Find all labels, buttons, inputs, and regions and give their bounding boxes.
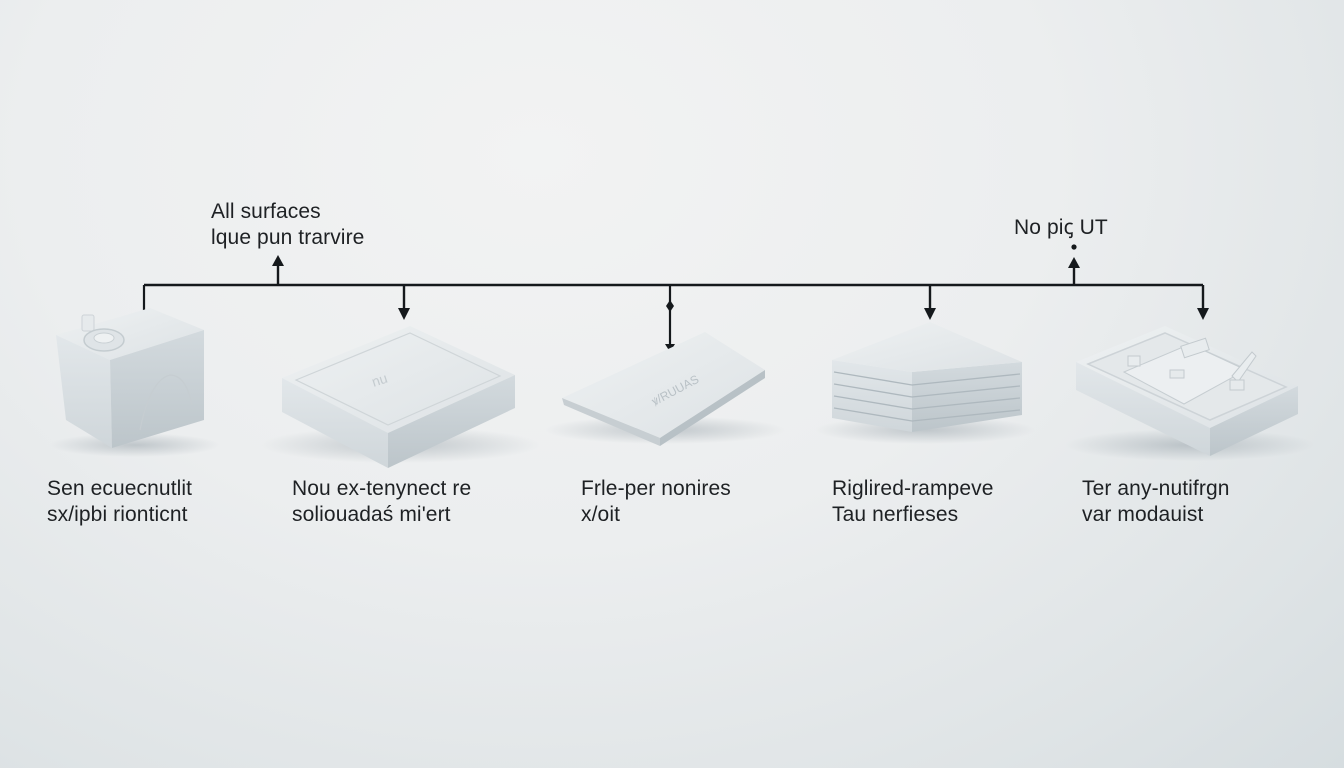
caption-cube: Sen ecuecnutlit sx/ipbi rionticnt <box>47 476 192 528</box>
caption-thin-card-line1: Frle-per nonires <box>581 477 731 500</box>
top-label-left-line1: All surfaces <box>211 200 321 223</box>
caption-thin-card: Frle-per nonires x/oit <box>581 476 731 528</box>
tray-model-object <box>1065 326 1315 461</box>
stacked-layers-object <box>815 322 1035 444</box>
caption-tray-model: Ter any-nutifrgn var modauist <box>1082 476 1230 528</box>
down-arrow-card <box>665 285 675 352</box>
top-label-left-line2: lque pun trarvire <box>211 226 365 249</box>
cube-object <box>50 308 220 457</box>
caption-cube-line1: Sen ecuecnutlit <box>47 477 193 500</box>
up-arrow-left <box>272 255 284 285</box>
caption-thin-card-line2: x/oit <box>581 503 621 526</box>
thin-card-object: ꝟ/RUUAS <box>545 332 785 446</box>
caption-stacked-layers-line2: Tau nerfieses <box>832 503 959 526</box>
down-arrow-tray <box>1197 285 1209 320</box>
caption-tray-model-line1: Ter any-nutifrgn <box>1082 477 1230 500</box>
caption-flat-slab-line2: soliouadaś mi'ert <box>292 503 451 526</box>
svg-text:nu: nu <box>370 370 390 390</box>
top-label-right: No piꞔ UT <box>1014 215 1108 241</box>
top-label-right-line1: No piꞔ UT <box>1014 216 1108 239</box>
flat-slab-object: nu <box>260 326 540 468</box>
caption-stacked-layers-line1: Riglired-rampeve <box>832 477 994 500</box>
down-arrow-slab <box>398 285 410 320</box>
down-arrow-stack <box>924 285 936 320</box>
caption-tray-model-line2: var modauist <box>1082 503 1204 526</box>
up-arrow-right <box>1068 244 1080 285</box>
caption-flat-slab: Nou ex-tenynect re soliouadaś mi'ert <box>292 476 471 528</box>
caption-stacked-layers: Riglired-rampeve Tau nerfieses <box>832 476 994 528</box>
caption-flat-slab-line1: Nou ex-tenynect re <box>292 477 472 500</box>
caption-cube-line2: sx/ipbi rionticnt <box>47 503 188 526</box>
top-label-left: All surfaces lque pun trarvire <box>211 199 364 251</box>
